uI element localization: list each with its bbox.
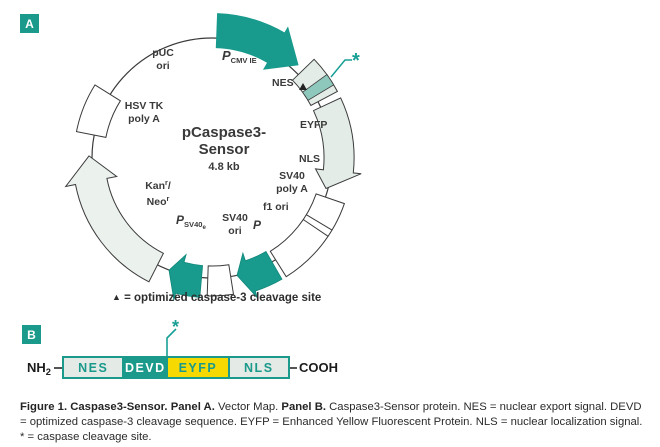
n-terminus-label: NH2: [27, 360, 51, 377]
protein-segment-nls: NLS: [227, 358, 288, 377]
panel-a-badge: A: [20, 14, 39, 33]
sv40e-promoter-arrow: [168, 253, 204, 301]
sv40polya-f1ori-band: [269, 193, 346, 278]
eyfp-arc-arrow: [312, 97, 362, 190]
legend-triangle-icon: ▲: [112, 292, 121, 302]
label-p-sv40: P: [253, 218, 262, 232]
band-divider-1: [306, 214, 333, 231]
kan-neo-arrow: [64, 155, 165, 283]
protein-cleavage-asterisk: *: [172, 317, 180, 337]
label-pcmv-ie: PCMV IE: [222, 48, 257, 65]
cmv-promoter-arrow: [215, 13, 299, 70]
c-terminus-label: COOH: [299, 360, 338, 375]
label-sv40-ori: SV40 ori: [222, 212, 248, 237]
label-p-sv40e: PSV40e: [176, 213, 206, 231]
plasmid-size: 4.8 kb: [208, 161, 240, 173]
protein-segment-nes: NES: [64, 358, 123, 377]
sv40-ori-segment: [206, 264, 235, 297]
cleavage-asterisk: *: [352, 50, 360, 72]
label-kan-neo: Kanr/ Neor: [145, 178, 171, 208]
caption-panel-a: Panel A.: [170, 401, 218, 413]
protein-bar: NES DEVD EYFP NLS: [62, 356, 290, 379]
map-legend: ▲ = optimized caspase-3 cleavage site: [112, 292, 322, 304]
caption-panel-b: Panel B.: [281, 401, 330, 413]
hsvtk-polya-segment: [75, 84, 122, 138]
panel-b-badge-label: B: [27, 327, 36, 342]
label-nes: NES: [272, 77, 294, 89]
nes-segment: [291, 58, 339, 107]
caption-figure-title: Figure 1. Caspase3-Sensor.: [20, 401, 171, 413]
protein-segment-eyfp: EYFP: [166, 358, 228, 377]
label-f1-ori: f1 ori: [263, 201, 289, 213]
cleavage-site-band: [302, 73, 335, 101]
cleavage-callout-line: [330, 59, 352, 78]
figure-caption: Figure 1. Caspase3-Sensor. Panel A. Vect…: [20, 401, 643, 443]
label-nls: NLS: [299, 153, 320, 165]
plasmid-title: pCaspase3- Sensor 4.8 kb: [169, 124, 279, 173]
label-sv40-polya: SV40 poly A: [276, 170, 308, 195]
protein-cleavage-callout-line: [166, 328, 177, 356]
sv40-promoter-arrow: [236, 250, 283, 299]
protein-segment-devd: DEVD: [122, 358, 167, 377]
label-hsvtk-polya: HSV TK poly A: [124, 100, 164, 125]
label-eyfp: EYFP: [300, 119, 328, 131]
cleavage-triangle-marker: [299, 83, 307, 90]
panel-a-badge-label: A: [25, 16, 34, 31]
panel-b-badge: B: [22, 325, 41, 344]
band-divider-2: [302, 219, 329, 237]
label-puc-ori: pUC ori: [152, 47, 174, 72]
